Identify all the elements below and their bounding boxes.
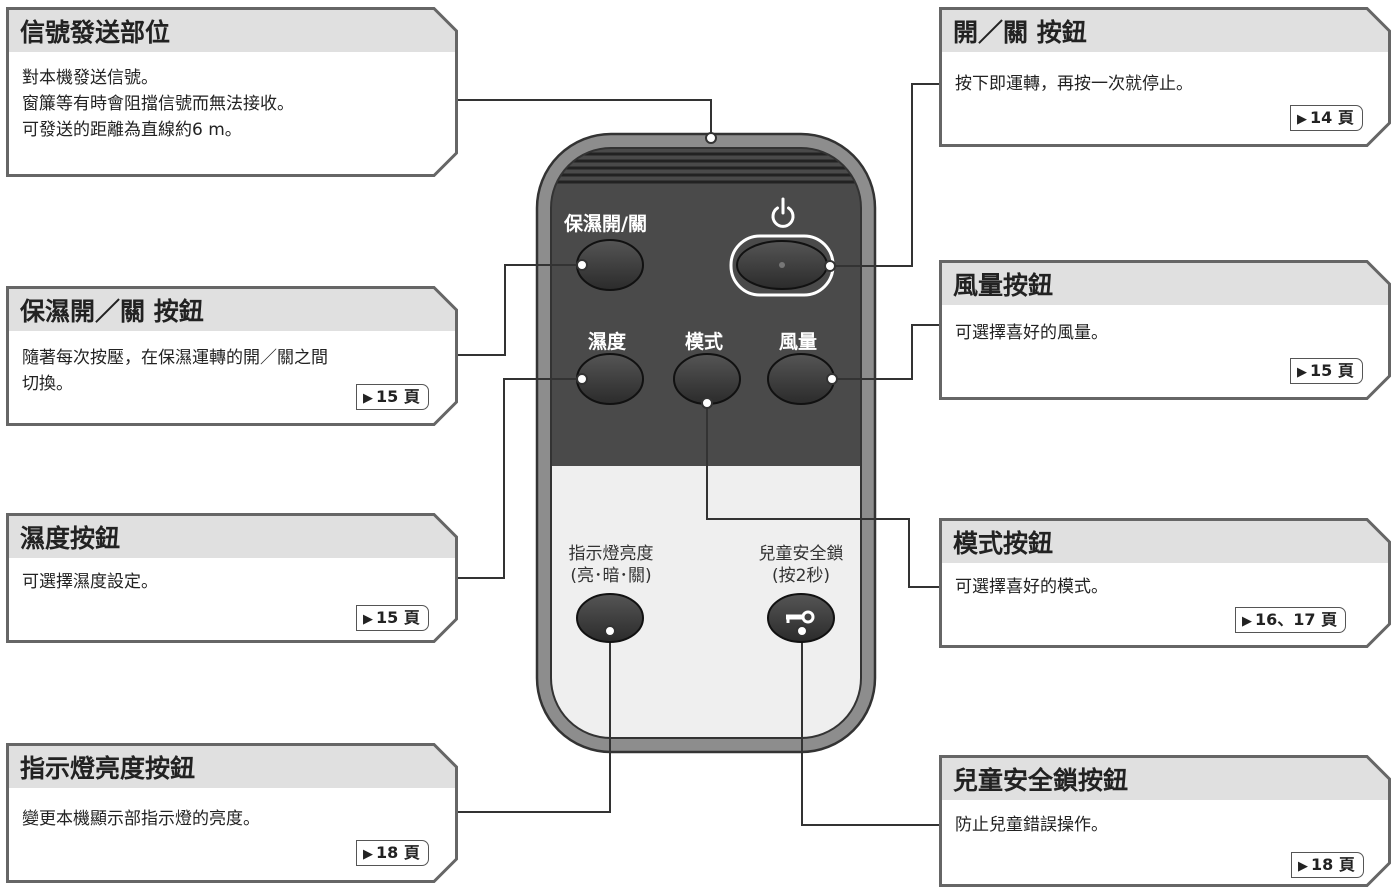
callout-line: 切換。 <box>22 374 73 394</box>
leader-brightness <box>458 631 611 813</box>
label-brightness: 指示燈亮度 (亮･暗･關) <box>565 543 657 587</box>
callout-childlock: 兒童安全鎖按鈕 防止兒童錯誤操作。 ▶18 頁 <box>939 755 1391 887</box>
callout-title: 開／關 按鈕 <box>953 18 1087 47</box>
brightness-button[interactable] <box>576 593 644 643</box>
triangle-right-icon: ▶ <box>1297 112 1307 127</box>
callout-power: 開／關 按鈕 按下即運轉，再按一次就停止。 ▶14 頁 <box>939 7 1391 147</box>
callout-line: 防止兒童錯誤操作。 <box>955 815 1108 835</box>
fan-button[interactable] <box>767 353 835 405</box>
callout-line: 對本機發送信號。 <box>22 68 158 88</box>
page-reference-text: 15 頁 <box>376 387 420 406</box>
triangle-right-icon: ▶ <box>1242 614 1252 629</box>
label-humidify-onoff: 保濕開/關 <box>564 213 647 235</box>
page-reference[interactable]: ▶14 頁 <box>1290 105 1363 131</box>
callout-line: 窗簾等有時會阻擋信號而無法接收。 <box>22 94 294 114</box>
triangle-right-icon: ▶ <box>363 391 373 406</box>
callout-humidify-onoff: 保濕開／關 按鈕 隨著每次按壓，在保濕運轉的開／關之間 切換。 ▶15 頁 <box>6 286 458 426</box>
callout-title: 風量按鈕 <box>953 271 1054 300</box>
label-mode: 模式 <box>685 331 724 353</box>
page-reference-text: 14 頁 <box>1310 108 1354 127</box>
callout-text: 隨著每次按壓，在保濕運轉的開／關之間 切換。 <box>22 345 328 397</box>
page-reference[interactable]: ▶16、17 頁 <box>1235 607 1347 633</box>
power-icon <box>771 197 795 228</box>
callout-text: 可選擇喜好的模式。 <box>955 574 1108 600</box>
key-icon <box>786 610 815 624</box>
page-reference-text: 15 頁 <box>376 608 420 627</box>
callout-line: 可發送的距離為直線約6 m。 <box>22 120 242 140</box>
page-reference[interactable]: ▶15 頁 <box>356 384 429 410</box>
callout-text: 變更本機顯示部指示燈的亮度。 <box>22 806 260 832</box>
page-reference-text: 16、17 頁 <box>1255 610 1338 629</box>
label-brightness-line2: (亮･暗･關) <box>570 566 652 586</box>
page-reference-text: 18 頁 <box>376 843 420 862</box>
callout-title: 兒童安全鎖按鈕 <box>953 766 1129 795</box>
leader-childlock <box>801 631 939 826</box>
triangle-right-icon: ▶ <box>1298 859 1308 874</box>
label-humidity: 濕度 <box>588 331 627 353</box>
label-childlock-line2: (按2秒) <box>771 566 831 586</box>
page-reference-text: 15 頁 <box>1310 361 1354 380</box>
callout-title: 保濕開／關 按鈕 <box>20 297 204 326</box>
callout-transmitter: 信號發送部位 對本機發送信號。 窗簾等有時會阻擋信號而無法接收。 可發送的距離為… <box>6 7 458 177</box>
callout-line: 可選擇喜好的模式。 <box>955 577 1108 597</box>
callout-line: 按下即運轉，再按一次就停止。 <box>955 74 1193 94</box>
label-childlock-line1: 兒童安全鎖 <box>758 544 844 564</box>
leader-humidity <box>458 378 582 579</box>
callout-brightness: 指示燈亮度按鈕 變更本機顯示部指示燈的亮度。 ▶18 頁 <box>6 743 458 883</box>
callout-line: 可選擇濕度設定。 <box>22 572 158 592</box>
callout-mode: 模式按鈕 可選擇喜好的模式。 ▶16、17 頁 <box>939 518 1391 648</box>
mode-button[interactable] <box>673 353 741 405</box>
callout-fan: 風量按鈕 可選擇喜好的風量。 ▶15 頁 <box>939 260 1391 400</box>
triangle-right-icon: ▶ <box>363 847 373 862</box>
callout-line: 變更本機顯示部指示燈的亮度。 <box>22 809 260 829</box>
leader-mode <box>706 403 939 588</box>
callout-text: 可選擇濕度設定。 <box>22 569 158 595</box>
callout-line: 可選擇喜好的風量。 <box>955 323 1108 343</box>
leader-fan <box>832 324 939 380</box>
transmitter-window <box>551 152 861 184</box>
leader-transmitter <box>458 99 712 138</box>
callout-text: 按下即運轉，再按一次就停止。 <box>955 71 1193 97</box>
page-reference[interactable]: ▶18 頁 <box>1291 852 1364 878</box>
callout-title: 信號發送部位 <box>20 18 171 47</box>
triangle-right-icon: ▶ <box>1297 365 1307 380</box>
page-reference[interactable]: ▶15 頁 <box>356 605 429 631</box>
page-reference-text: 18 頁 <box>1311 855 1355 874</box>
triangle-right-icon: ▶ <box>363 612 373 627</box>
callout-humidity: 濕度按鈕 可選擇濕度設定。 ▶15 頁 <box>6 513 458 643</box>
page-reference[interactable]: ▶15 頁 <box>1290 358 1363 384</box>
callout-line: 隨著每次按壓，在保濕運轉的開／關之間 <box>22 348 328 368</box>
label-fan: 風量 <box>779 331 818 353</box>
page-reference[interactable]: ▶18 頁 <box>356 840 429 866</box>
callout-text: 可選擇喜好的風量。 <box>955 320 1108 346</box>
callout-text: 防止兒童錯誤操作。 <box>955 812 1108 838</box>
leader-power <box>830 83 939 267</box>
callout-title: 指示燈亮度按鈕 <box>20 754 196 783</box>
callout-title: 濕度按鈕 <box>20 524 121 553</box>
label-brightness-line1: 指示燈亮度 <box>568 544 654 564</box>
label-childlock: 兒童安全鎖 (按2秒) <box>755 543 847 587</box>
callout-text: 對本機發送信號。 窗簾等有時會阻擋信號而無法接收。 可發送的距離為直線約6 m。 <box>22 65 294 143</box>
leader-humidify-onoff <box>458 264 582 356</box>
callout-title: 模式按鈕 <box>953 529 1054 558</box>
